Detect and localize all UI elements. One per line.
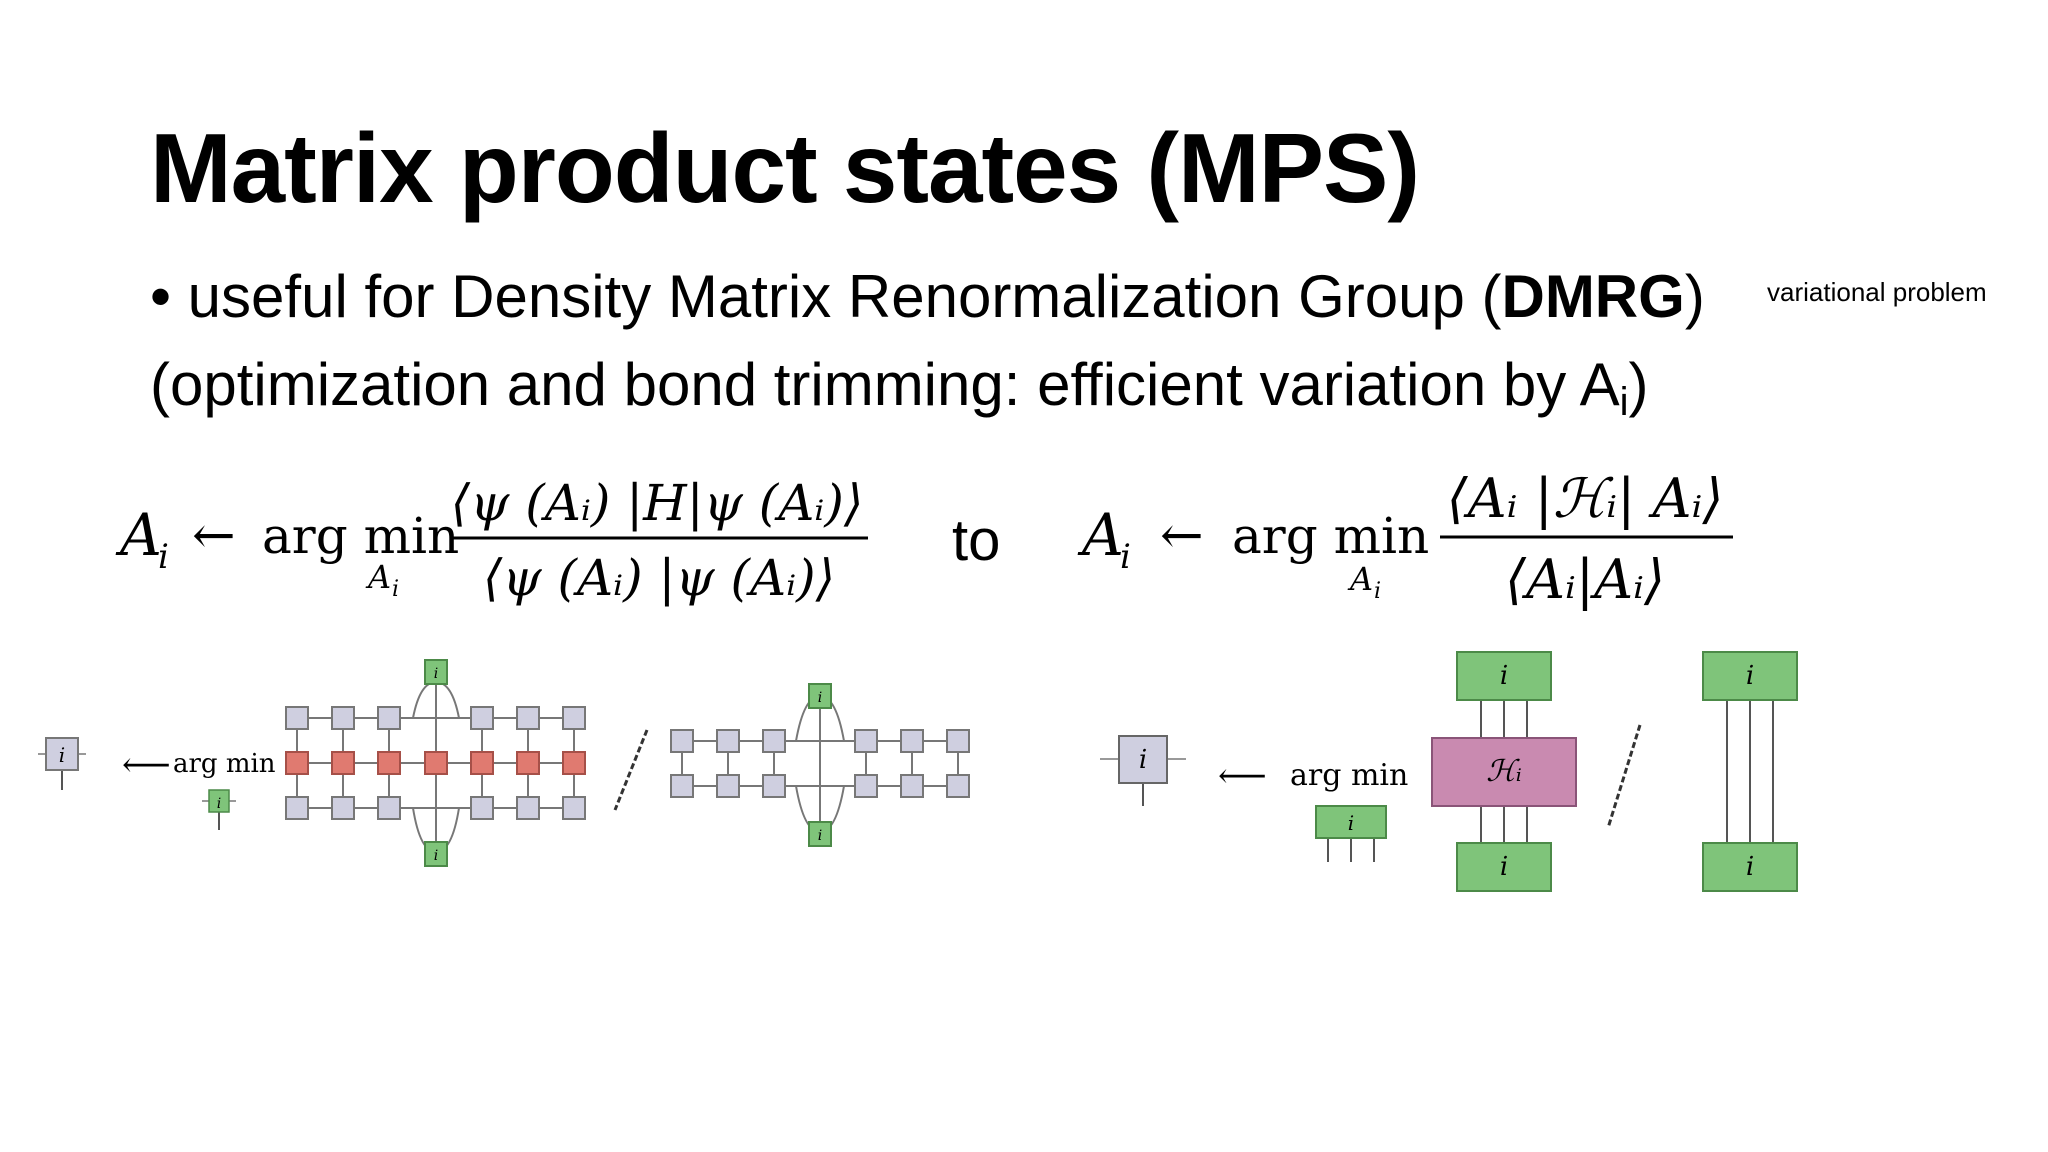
right-diagram-arrow: ⟵ [1218, 756, 1267, 796]
effective-site-top [1456, 651, 1552, 701]
diagram-left: i ⟵ arg min i [38, 659, 970, 867]
effective-hamiltonian-block [1431, 737, 1577, 807]
right-diagram-argmin: arg min [1290, 758, 1408, 793]
argmin-site-right [1315, 805, 1387, 839]
numerator-mps-bottom [285, 796, 586, 820]
target-tensor-right [1118, 735, 1168, 784]
target-tensor-label: i [59, 743, 65, 767]
numerator-mpo-row [285, 751, 586, 775]
equation-left: A i ← arg min A i ⟨ψ (Aᵢ) |H|ψ (Aᵢ)⟩ ⟨ψ … [115, 474, 868, 607]
optimization-line: (optimization and bond trimming: efficie… [150, 350, 1649, 425]
denominator-site-bottom [808, 821, 832, 847]
denominator-mps-top [670, 729, 970, 753]
eq-left-arrow: ← [192, 506, 236, 566]
norm-site-top [1702, 651, 1798, 701]
side-note-variational: variational problem [1767, 277, 1987, 307]
numerator-site-top-label: i [434, 666, 438, 682]
effective-hamiltonian-label: ℋᵢ [1486, 754, 1522, 789]
numerator-site-top [424, 659, 448, 685]
target-tensor [45, 737, 79, 771]
eq-left-lhs-sub: i [158, 537, 169, 577]
bullet-text-bold: DMRG [1501, 263, 1685, 330]
eq-left-op-under-sub: i [392, 577, 399, 602]
effective-site-bottom [1456, 842, 1552, 892]
target-tensor-right-label: i [1139, 745, 1147, 775]
argmin-site-right-legs [1327, 838, 1375, 862]
effective-site-bottom-label: i [1500, 852, 1508, 882]
denominator-network-bonds [681, 694, 960, 834]
denominator-mps-bottom [670, 774, 970, 798]
numerator-site-bottom [424, 841, 448, 867]
bullet-text-pre: • useful for Density Matrix Renormalizat… [150, 263, 1502, 330]
left-divide-slash [613, 729, 649, 811]
eq-right-numerator: ⟨Aᵢ |ℋᵢ| Aᵢ⟩ [1447, 467, 1724, 530]
optimization-text: (optimization and bond trimming: efficie… [150, 351, 1620, 418]
bullet-dmrg: • useful for Density Matrix Renormalizat… [150, 262, 1705, 331]
eq-left-op-under: A [365, 558, 391, 596]
eq-right-op: arg min [1232, 507, 1429, 565]
eq-left-lhs: A [115, 501, 162, 569]
eq-right-denominator: ⟨Aᵢ|Aᵢ⟩ [1505, 548, 1665, 611]
denominator-site-bottom-label: i [818, 828, 822, 844]
effective-site-top-label: i [1500, 661, 1508, 691]
eq-right-lhs: A [1077, 501, 1124, 569]
denominator-site-top [808, 683, 832, 709]
numerator-mps-top [285, 706, 586, 730]
left-diagram-argmin: arg min [173, 749, 276, 779]
eq-left-numerator: ⟨ψ (Aᵢ) |H|ψ (Aᵢ)⟩ [451, 474, 864, 532]
optimization-close: ) [1628, 351, 1649, 418]
norm-site-bottom-label: i [1746, 852, 1754, 882]
connector-to: to [952, 508, 1001, 573]
norm-legs [1726, 700, 1774, 843]
effective-h-legs [1480, 700, 1528, 843]
right-divide-slash [1606, 724, 1642, 829]
argmin-site-right-label: i [1348, 811, 1354, 835]
equation-right: A i ← arg min A i ⟨Aᵢ |ℋᵢ| Aᵢ⟩ ⟨Aᵢ|Aᵢ⟩ [1077, 467, 1733, 611]
eq-right-arrow: ← [1160, 506, 1204, 566]
eq-right-op-under-sub: i [1374, 579, 1381, 604]
denominator-site-top-label: i [818, 690, 822, 706]
optimization-index: i [1619, 380, 1629, 424]
diagram-right: i ⟵ arg min i i ℋᵢ i [1100, 651, 1798, 892]
left-diagram-arrow: ⟵ [122, 745, 171, 785]
numerator-site-bottom-label: i [434, 848, 438, 864]
eq-right-lhs-sub: i [1120, 537, 1131, 577]
bullet-text-post: ) [1684, 263, 1705, 330]
eq-left-denominator: ⟨ψ (Aᵢ) |ψ (Aᵢ)⟩ [483, 549, 835, 607]
eq-left-op: arg min [262, 507, 459, 565]
eq-right-op-under: A [1347, 560, 1373, 598]
norm-site-top-label: i [1746, 661, 1754, 691]
argmin-site-tensor [208, 789, 230, 813]
argmin-site-label: i [217, 796, 221, 812]
slide-title: Matrix product states (MPS) [150, 113, 1420, 223]
norm-site-bottom [1702, 842, 1798, 892]
